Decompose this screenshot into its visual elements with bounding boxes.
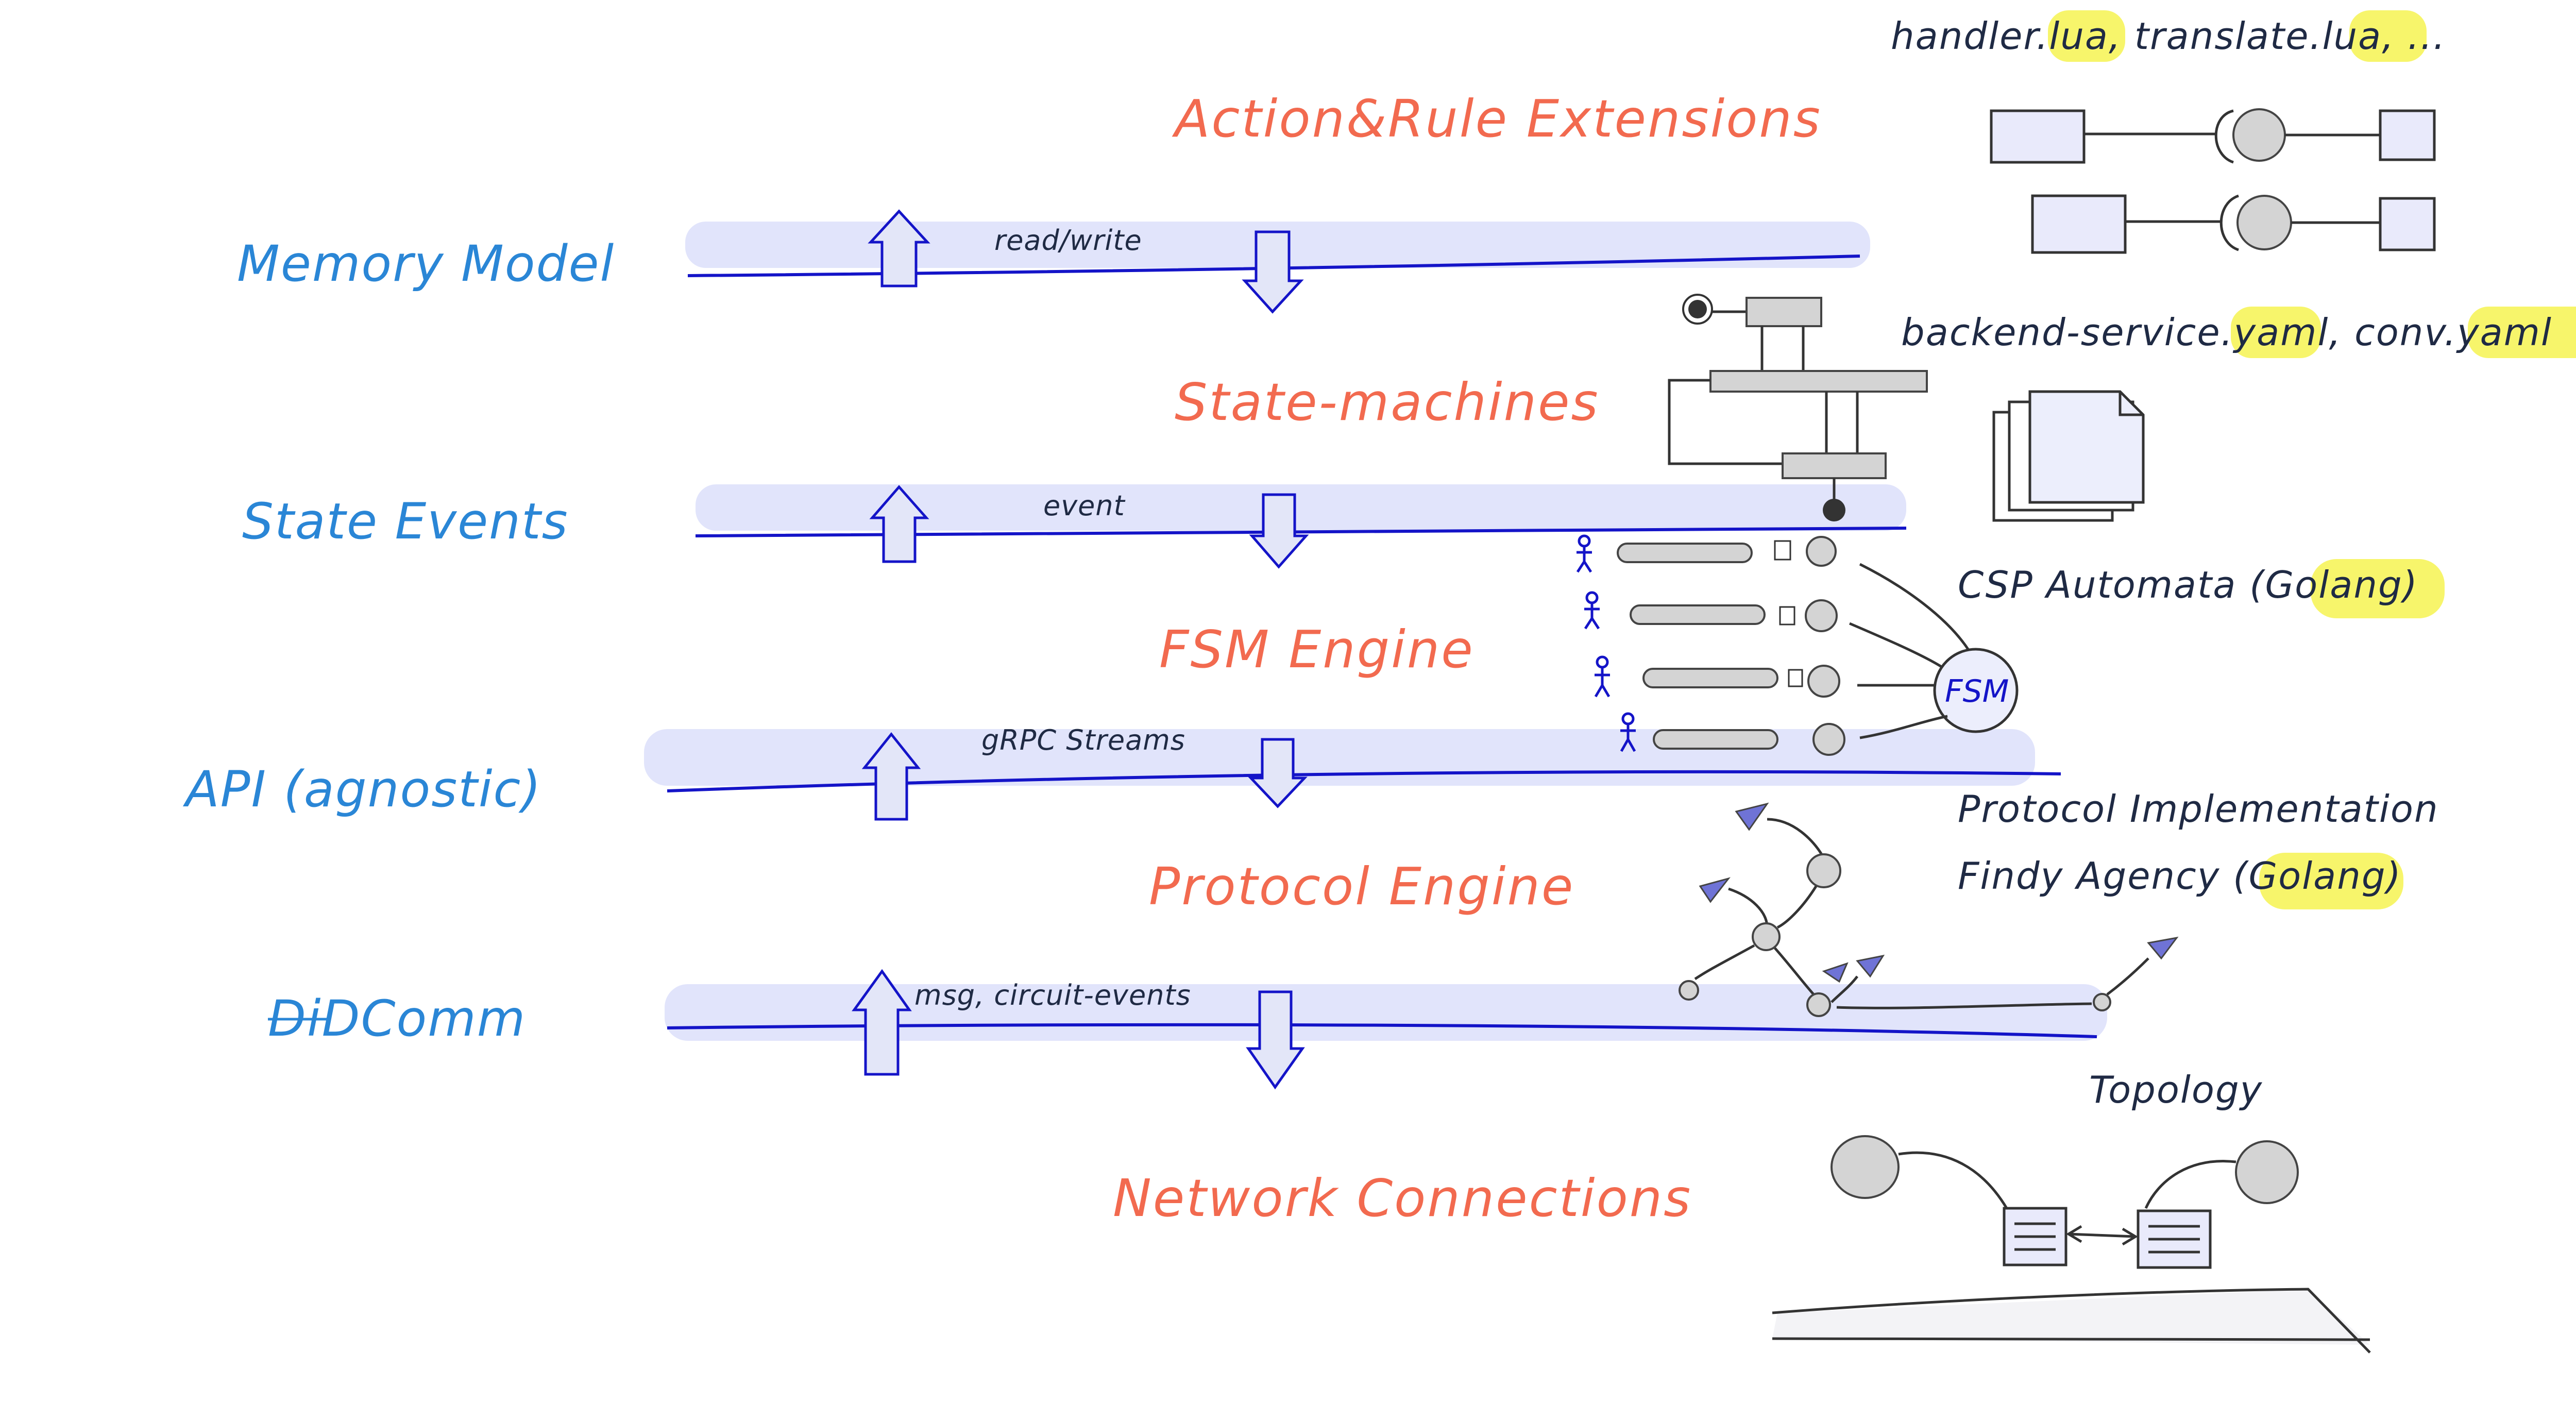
note-configs-part: , conv xyxy=(2329,311,2447,354)
up-arrow-api xyxy=(861,732,921,821)
note-handlers-part: , translate xyxy=(2109,14,2310,58)
highlight-mark xyxy=(2231,307,2321,358)
note-findy-suffix: ) xyxy=(2384,854,2402,898)
down-arrow-memory xyxy=(1242,230,1304,314)
fsm-sketch: FSM xyxy=(1576,534,2019,756)
down-arrow-api xyxy=(1248,738,1308,808)
up-arrow-events xyxy=(869,485,929,563)
svg-text:backend-service.yaml, conv.yam: backend-service.yaml, conv.yaml xyxy=(1901,311,2552,354)
note-handlers-part: .lua xyxy=(2310,14,2382,58)
note-handlers-part: handler xyxy=(1891,14,2041,58)
note-csp-golang: Golang xyxy=(2265,563,2402,606)
note-findy-prefix: Findy Agency ( xyxy=(1958,854,2249,898)
extension-sketch xyxy=(1990,108,2436,254)
note-topology: Topology xyxy=(2089,1068,2263,1111)
up-arrow-memory xyxy=(868,209,930,288)
topology-sketch xyxy=(1772,1135,2371,1354)
note-handlers-part: .lua xyxy=(2036,14,2109,58)
highlight-mark xyxy=(2048,10,2125,62)
component-label-network: Network Connections xyxy=(1113,1168,1692,1228)
layer-label-didcomm: DiDComm xyxy=(268,990,525,1048)
layer-label-api: API (agnostic) xyxy=(182,761,542,818)
bus-label-events: event xyxy=(1043,489,1126,522)
state-machine-sketch xyxy=(1668,294,1928,521)
note-findy: Findy Agency (Golang) xyxy=(1958,853,2403,909)
layer-label-state-events: State Events xyxy=(242,493,569,550)
highlight-mark xyxy=(2349,10,2427,62)
bus-api xyxy=(644,729,2061,792)
note-findy-golang: Golang xyxy=(2248,854,2386,898)
note-csp: CSP Automata (Golang) xyxy=(1958,559,2445,618)
bus-label-memory: read/write xyxy=(994,224,1142,257)
fsm-node-label: FSM xyxy=(1945,673,2009,710)
note-protocol-impl: Protocol Implementation xyxy=(1958,787,2439,831)
up-arrow-didcomm xyxy=(852,969,912,1076)
highlight-mark xyxy=(2311,559,2445,618)
note-configs-part: .yaml xyxy=(2444,311,2552,354)
layer-label-memory-model: Memory Model xyxy=(237,235,615,293)
note-csp-suffix: ) xyxy=(2400,563,2418,606)
bus-label-didcomm: msg, circuit-events xyxy=(914,979,1191,1011)
actor-icon xyxy=(1594,655,1611,698)
down-arrow-events xyxy=(1249,493,1309,569)
note-configs-part: .yaml xyxy=(2221,311,2329,354)
highlight-mark xyxy=(2468,307,2576,358)
component-label-protocol-engine: Protocol Engine xyxy=(1149,856,1574,917)
actor-icon xyxy=(1584,591,1600,630)
component-label-extensions: Action&Rule Extensions xyxy=(1172,89,1822,149)
svg-text:CSP Automata (Golang): CSP Automata (Golang) xyxy=(1958,563,2418,606)
note-handlers: handler.lua, translate.lua, ... xyxy=(1891,10,2446,62)
svg-text:Findy Agency (Golang): Findy Agency (Golang) xyxy=(1958,854,2402,898)
svg-text:handler.lua, translate.lua, ..: handler.lua, translate.lua, ... xyxy=(1891,14,2446,58)
bus-events xyxy=(695,484,1907,537)
component-label-fsm-engine: FSM Engine xyxy=(1159,619,1475,680)
protocol-graph-sketch xyxy=(1679,802,2179,1017)
highlight-mark xyxy=(2259,853,2403,909)
bus-label-api: gRPC Streams xyxy=(981,724,1185,756)
document-stack-icon xyxy=(1992,390,2145,522)
down-arrow-didcomm xyxy=(1246,990,1305,1090)
actor-icon xyxy=(1576,534,1592,573)
note-configs: backend-service.yaml, conv.yaml xyxy=(1901,307,2576,358)
note-csp-prefix: CSP Automata ( xyxy=(1958,563,2265,606)
component-label-state-machines: State-machines xyxy=(1175,372,1600,432)
note-handlers-part: , ... xyxy=(2382,14,2446,58)
actor-icon xyxy=(1620,712,1636,752)
fsm-node xyxy=(1933,648,2019,733)
note-configs-part: backend-service xyxy=(1901,311,2221,354)
